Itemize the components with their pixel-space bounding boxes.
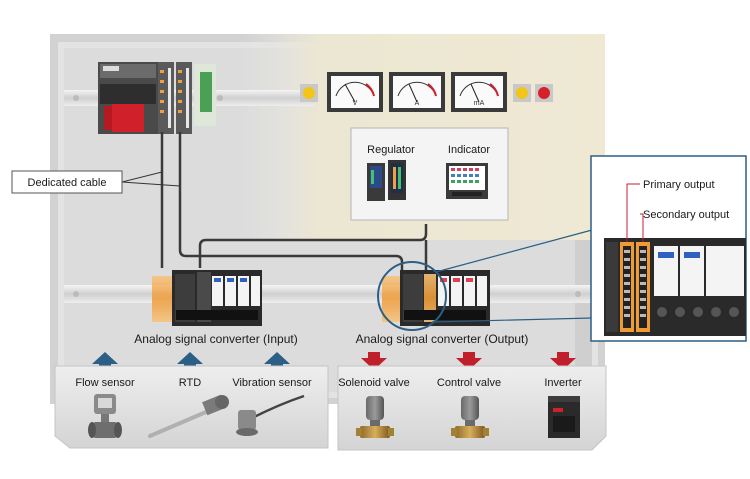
control-valve-label: Control valve: [437, 377, 501, 389]
meter-unit-a: A: [415, 100, 420, 107]
pilot-lamps: [300, 84, 553, 102]
input-arrows: [92, 352, 290, 370]
dedicated-cables: [160, 132, 428, 272]
secondary-output-label: Secondary output: [643, 209, 729, 221]
regulator-device: [367, 160, 406, 201]
regulator-indicator-box: Regulator Indicator: [350, 127, 509, 221]
control-valve-icon: [451, 396, 489, 438]
arrow-down-solenoid-valve: [361, 352, 387, 370]
meter-a: A: [389, 72, 445, 112]
arrow-down-control-valve: [456, 352, 482, 370]
vibration-sensor-icon: [236, 394, 305, 436]
meter-unit-ma: mA: [474, 100, 485, 107]
meter-ma: mA: [451, 72, 507, 112]
analog-converter-input-unit: [152, 270, 262, 326]
rtd-label: RTD: [179, 377, 201, 389]
input-converter-label: Analog signal converter (Input): [134, 332, 297, 346]
arrow-down-inverter: [550, 352, 576, 370]
flow-sensor-icon: [88, 394, 122, 438]
lamp-yellow-left: [303, 87, 315, 99]
output-arrows: [361, 352, 576, 370]
regulator-label: Regulator: [367, 144, 415, 156]
output-converter-label: Analog signal converter (Output): [356, 332, 529, 346]
meter-v: V: [327, 72, 383, 112]
lamp-red: [538, 87, 550, 99]
zoom-callout-lines: [431, 229, 593, 323]
lamp-yellow-right: [516, 87, 528, 99]
secondary-output-terminal: [636, 242, 650, 332]
solenoid-valve-label: Solenoid valve: [338, 377, 410, 389]
dedicated-cable-callout: Dedicated cable: [11, 170, 181, 194]
zoom-highlight-circle: [377, 261, 447, 331]
plc-unit: [98, 62, 216, 134]
primary-output-label: Primary output: [643, 179, 715, 191]
flow-sensor-label: Flow sensor: [75, 377, 135, 389]
vibration-sensor-label: Vibration sensor: [232, 377, 312, 389]
rtd-icon: [148, 394, 229, 438]
arrow-up-rtd: [177, 352, 203, 370]
arrow-up-flow-sensor: [92, 352, 118, 370]
arrow-up-vibration-sensor: [264, 352, 290, 370]
indicator-device: [446, 163, 488, 199]
inverter-label: Inverter: [544, 377, 582, 389]
zoom-detail-box: Primary output Secondary output: [590, 155, 747, 342]
primary-output-terminal: [620, 242, 634, 332]
output-device-tray: Solenoid valve Control valve Inverter: [337, 365, 607, 451]
lower-din-rail: [64, 285, 592, 303]
solenoid-valve-icon: [356, 396, 394, 438]
meter-unit-v: V: [353, 100, 358, 107]
analog-converter-output-unit: [377, 261, 490, 331]
inverter-icon: [548, 396, 580, 438]
input-device-tray: Flow sensor RTD Vibration sensor: [54, 365, 329, 449]
dedicated-cable-label: Dedicated cable: [28, 177, 107, 189]
indicator-label: Indicator: [448, 144, 491, 156]
